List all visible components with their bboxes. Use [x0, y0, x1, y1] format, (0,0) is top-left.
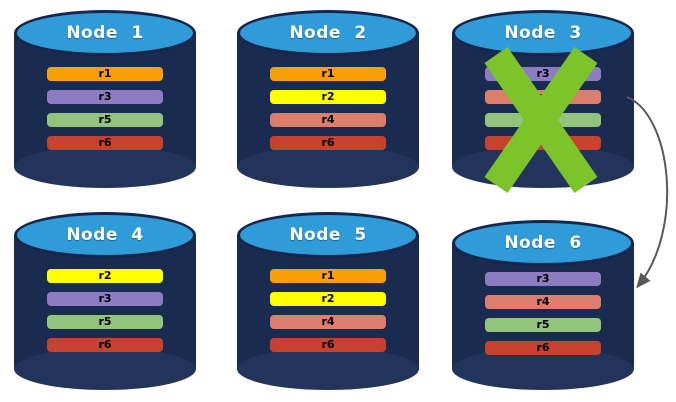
- node-5: Node 5 r1 r2 r4 r6: [237, 212, 419, 390]
- node-label: Node 6: [504, 233, 582, 253]
- replica-bar: r3: [485, 272, 601, 286]
- node-label: Node 4: [66, 225, 144, 245]
- replica-bar: r4: [485, 295, 601, 309]
- replica-list: r1 r3 r5 r6: [47, 67, 163, 150]
- replica-bar: r5: [47, 113, 163, 127]
- cylinder-bottom: [237, 348, 419, 390]
- replica-bar: r5: [485, 318, 601, 332]
- replica-bar: r4: [270, 113, 386, 127]
- replica-list: r3 r4 r5 r6: [485, 272, 601, 355]
- replica-bar: r6: [47, 338, 163, 352]
- replica-bar: r2: [270, 90, 386, 104]
- cylinder-top: Node 6: [452, 220, 634, 266]
- node-label: Node 3: [504, 23, 582, 43]
- replica-list: r1 r2 r4 r6: [270, 67, 386, 150]
- replica-bar: r6: [485, 341, 601, 355]
- replica-bar: r1: [270, 269, 386, 283]
- cylinder-bottom: [237, 146, 419, 188]
- replica-bar: r6: [270, 338, 386, 352]
- cylinder-bottom: [452, 348, 634, 390]
- replica-bar: r5: [47, 315, 163, 329]
- replica-bar: r3: [47, 292, 163, 306]
- replica-bar: r1: [47, 67, 163, 81]
- cylinder-top: Node 5: [237, 212, 419, 258]
- cylinder-bottom: [14, 348, 196, 390]
- node-6: Node 6 r3 r4 r5 r6: [452, 220, 634, 390]
- node-label: Node 2: [289, 23, 367, 43]
- cylinder-top: Node 2: [237, 10, 419, 56]
- cylinder-bottom: [14, 146, 196, 188]
- replica-bar: r1: [270, 67, 386, 81]
- cylinder-top: Node 4: [14, 212, 196, 258]
- replica-list: r2 r3 r5 r6: [47, 269, 163, 352]
- node-3: Node 3 r3 r4 r5 r6: [452, 10, 634, 188]
- cylinder-top: Node 1: [14, 10, 196, 56]
- node-2: Node 2 r1 r2 r4 r6: [237, 10, 419, 188]
- replica-list: r1 r2 r4 r6: [270, 269, 386, 352]
- replica-bar: r6: [270, 136, 386, 150]
- replica-bar: r3: [47, 90, 163, 104]
- node-1: Node 1 r1 r3 r5 r6: [14, 10, 196, 188]
- node-label: Node 5: [289, 225, 367, 245]
- node-4: Node 4 r2 r3 r5 r6: [14, 212, 196, 390]
- failover-arrow: [626, 96, 669, 289]
- cylinder-top: Node 3: [452, 10, 634, 56]
- replica-bar: r4: [270, 315, 386, 329]
- node-label: Node 1: [66, 23, 144, 43]
- cylinder-bottom: [452, 146, 634, 188]
- replica-bar: r6: [47, 136, 163, 150]
- failure-x-icon: [484, 47, 598, 193]
- replica-bar: r2: [47, 269, 163, 283]
- replica-bar: r2: [270, 292, 386, 306]
